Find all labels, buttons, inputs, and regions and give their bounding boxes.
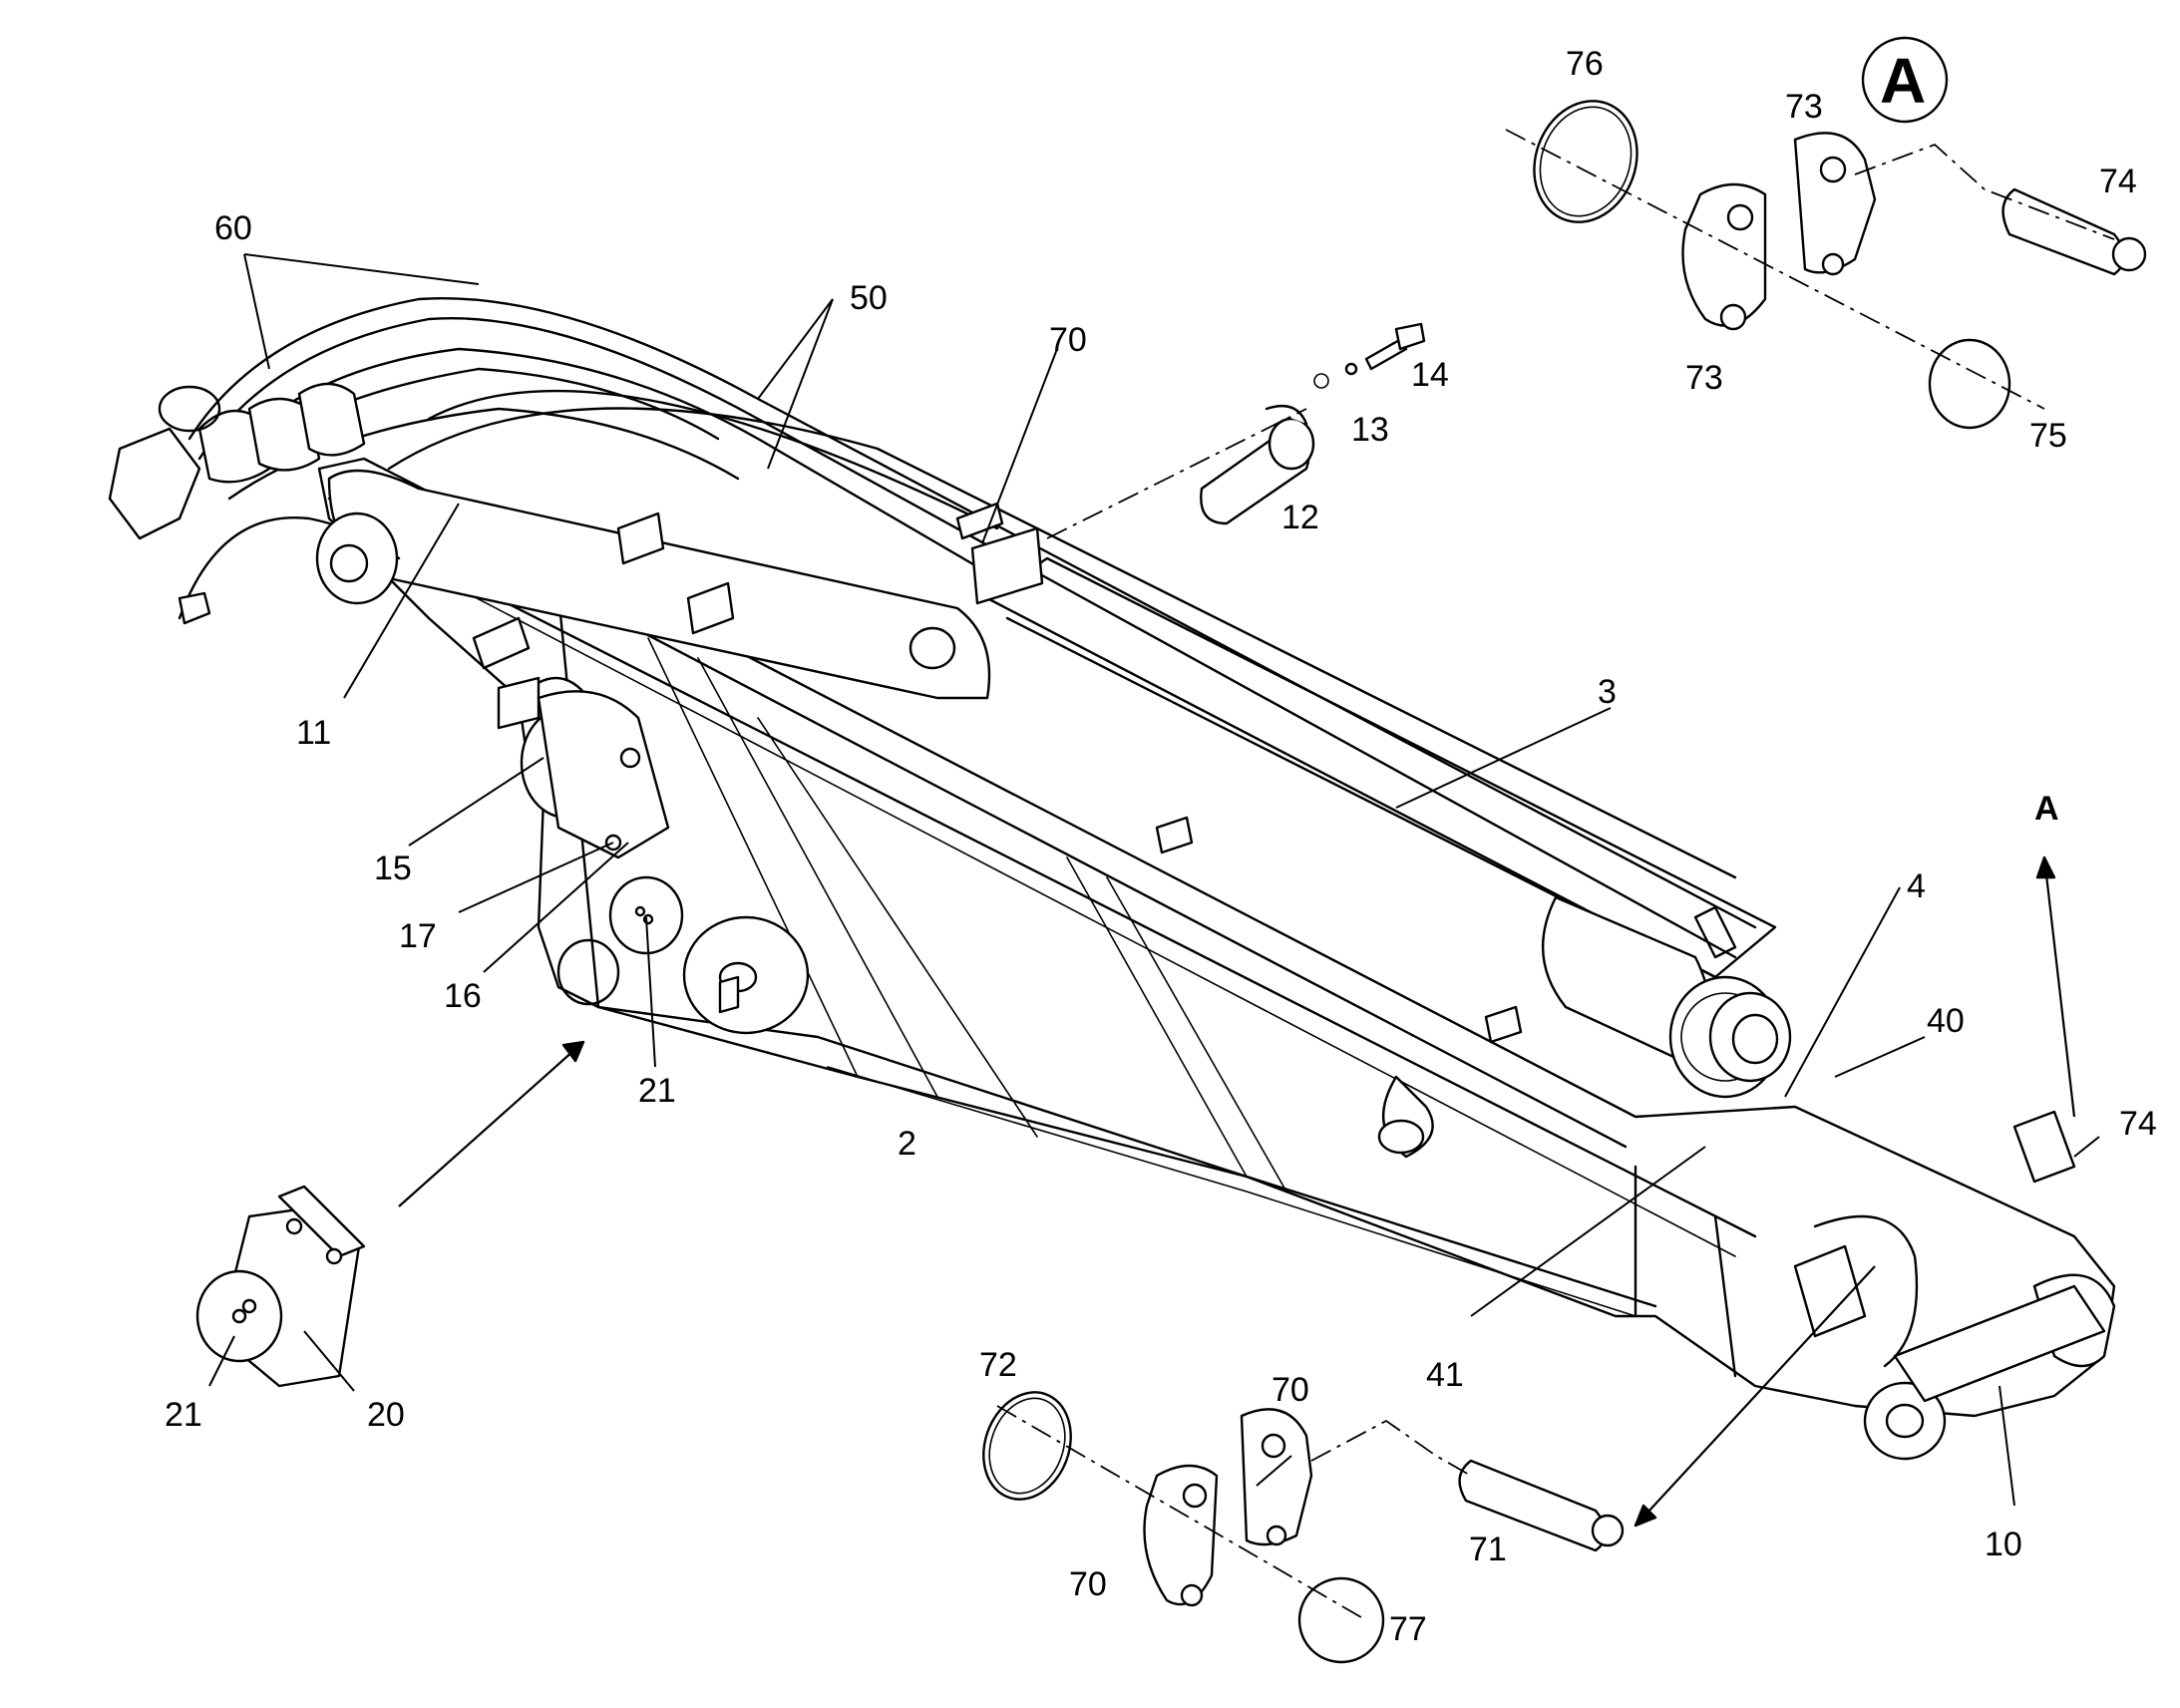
- label-21-lower: 21: [165, 1396, 202, 1434]
- label-11: 11: [296, 714, 331, 752]
- label-41: 41: [1426, 1356, 1464, 1394]
- label-15: 15: [374, 850, 412, 887]
- view-arrow-label-a: A: [2034, 790, 2059, 828]
- label-70-detail-lower: 70: [1069, 1565, 1107, 1603]
- direction-arrows: [398, 855, 2076, 1528]
- label-16: 16: [444, 977, 482, 1015]
- label-12: 12: [1281, 499, 1319, 536]
- boom-pin: [1893, 1284, 2106, 1403]
- lug-parts-20-21: [195, 875, 684, 1388]
- label-2: 2: [898, 1125, 916, 1163]
- label-75: 75: [2029, 417, 2067, 455]
- label-74-top: 74: [2099, 163, 2137, 200]
- label-60: 60: [214, 209, 252, 247]
- label-10: 10: [1985, 1526, 2022, 1563]
- boom-upper-frame: [327, 389, 1737, 879]
- label-76: 76: [1566, 45, 1604, 83]
- view-marker-a: A: [1880, 45, 1926, 117]
- hose-clamps: [472, 502, 2076, 1338]
- leader-lines: [208, 253, 2100, 1507]
- callout-labels: 2 3 4 10 11 12 13 14 15 16 17 20 21 21 4…: [165, 45, 2157, 1648]
- label-77: 77: [1389, 1610, 1427, 1648]
- detail-lower-parts: [982, 1391, 1625, 1664]
- label-74-right: 74: [2119, 1105, 2157, 1143]
- label-21-upper: 21: [638, 1072, 676, 1110]
- label-40: 40: [1927, 1002, 1965, 1040]
- label-4: 4: [1907, 867, 1926, 905]
- label-73-lower: 73: [1685, 359, 1723, 397]
- label-20: 20: [367, 1396, 405, 1434]
- label-72: 72: [979, 1346, 1017, 1384]
- label-73-upper: 73: [1785, 88, 1823, 126]
- label-3: 3: [1598, 673, 1617, 711]
- hose-bundle: [108, 297, 1757, 959]
- detail-a-parts: [1505, 36, 2147, 430]
- label-71: 71: [1469, 1531, 1507, 1568]
- label-50: 50: [850, 279, 888, 317]
- label-70-detail-upper: 70: [1272, 1371, 1309, 1409]
- label-14: 14: [1411, 356, 1449, 394]
- label-13: 13: [1351, 411, 1389, 449]
- pin-group-12-14: [1046, 322, 1426, 539]
- label-70-top: 70: [1049, 321, 1087, 359]
- label-17: 17: [399, 917, 437, 955]
